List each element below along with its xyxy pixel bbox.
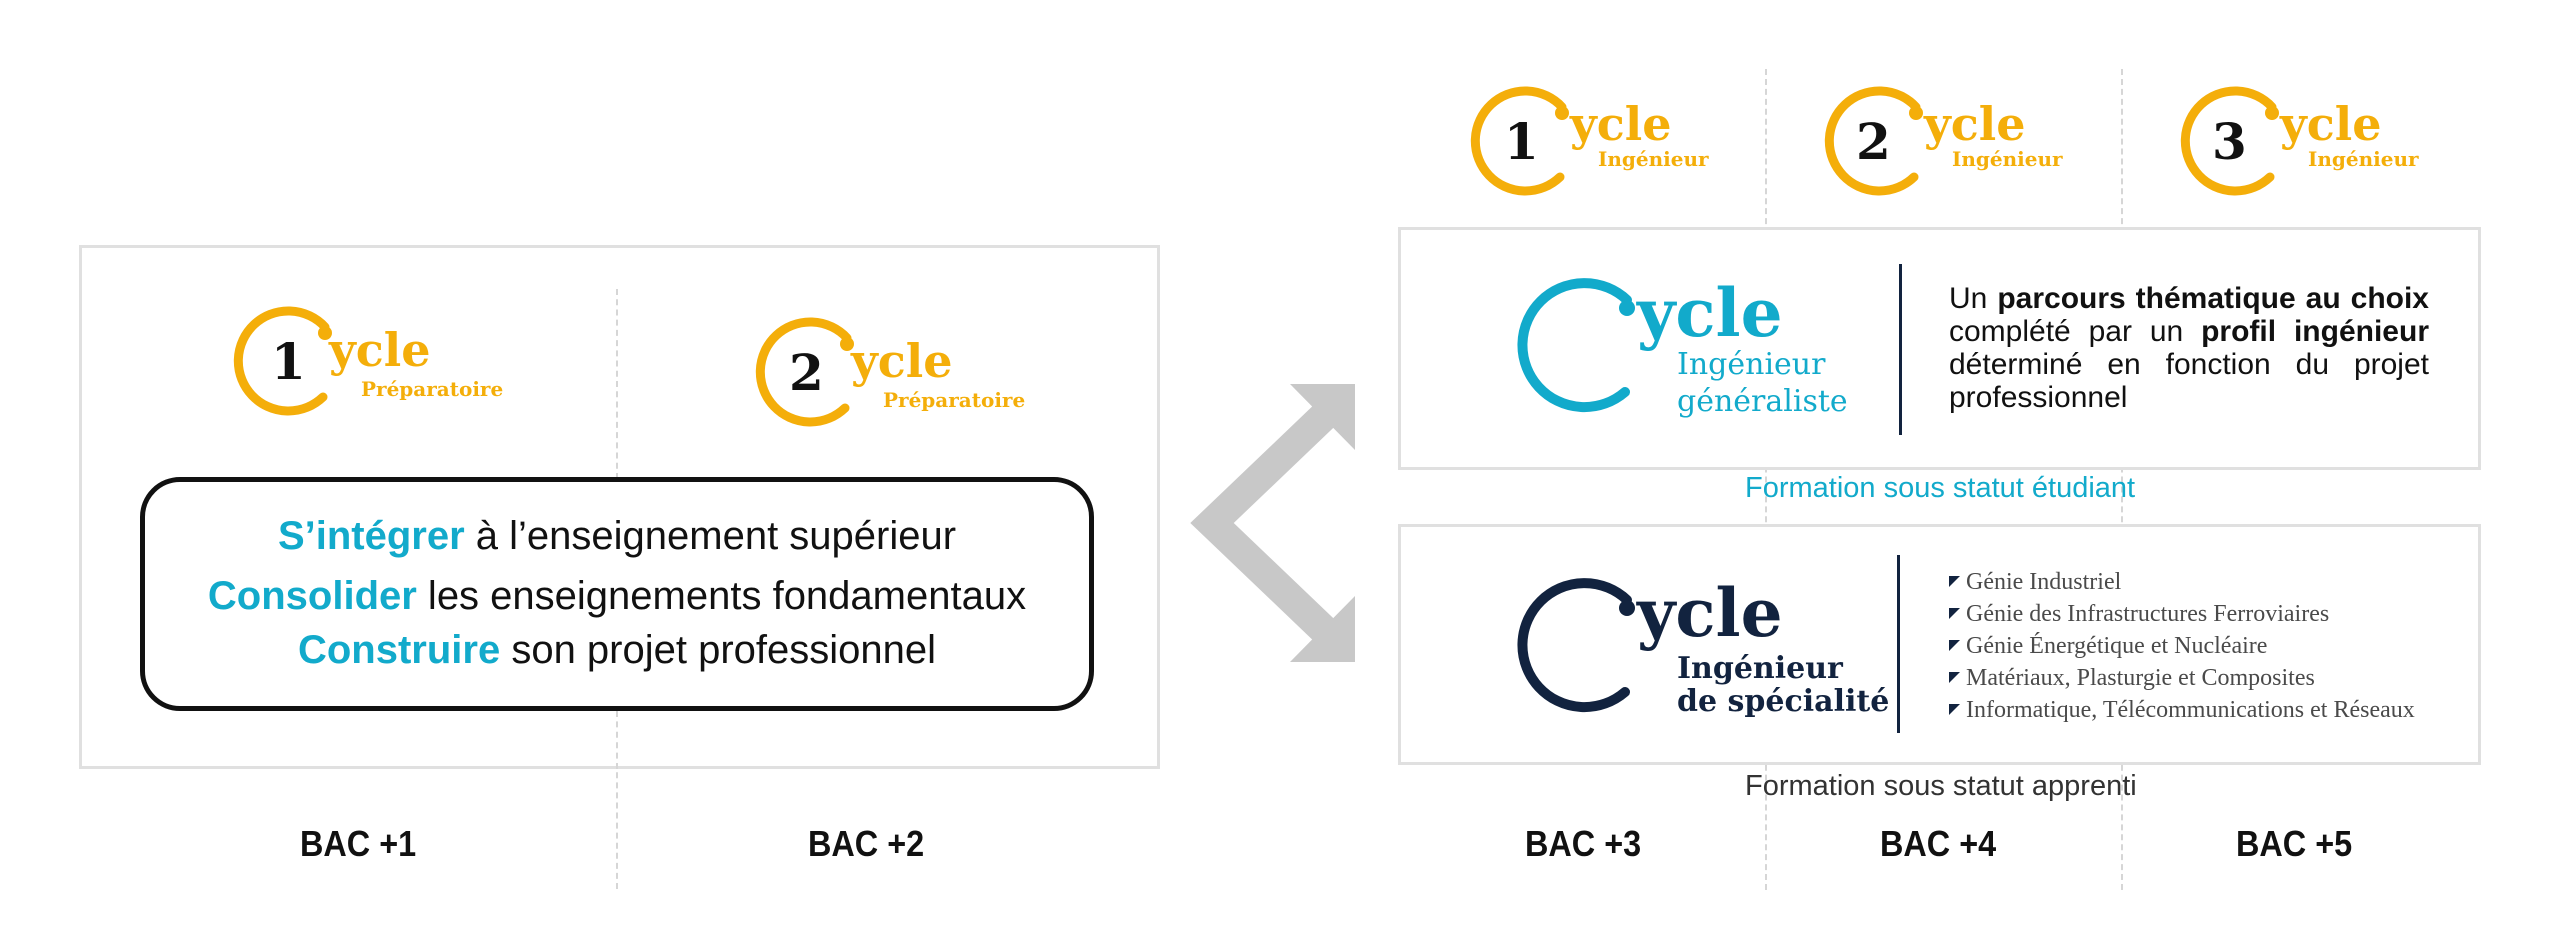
cycle-subtitle: Ingénieur: [1952, 147, 2063, 171]
cycle-word: ycle: [851, 334, 953, 388]
branch-arrow-icon: [1190, 384, 1355, 662]
list-item-label: Matériaux, Plasturgie et Composites: [1966, 665, 2315, 691]
goal-line: Consolider les enseignements fondamentau…: [145, 576, 1089, 616]
cycle-number: 1: [271, 332, 306, 391]
cycle-word: ycle: [1637, 274, 1783, 352]
bullet-triangle-icon: [1949, 640, 1960, 651]
cycle-c-icon: [755, 317, 854, 427]
goal-highlight: Construire: [297, 628, 501, 672]
cycle-subtitle: Préparatoire: [361, 377, 504, 401]
desc-text: Un: [1949, 282, 1998, 315]
specialty-list: Génie Industriel Génie des Infrastructur…: [1949, 566, 2415, 726]
goal-line: Construire son projet professionnel: [145, 630, 1089, 670]
cycle-number: 2: [789, 343, 824, 402]
cycle-c-icon: [2180, 86, 2279, 196]
cycle-subtitle: Préparatoire: [883, 388, 1026, 412]
bac-label: BAC +5: [2236, 823, 2353, 864]
cycle-c-icon: [1824, 86, 1923, 196]
divider-line: [1897, 555, 1900, 733]
list-item-label: Informatique, Télécommunications et Rése…: [1966, 697, 2415, 723]
list-item: Génie Énergétique et Nucléaire: [1949, 630, 2415, 662]
cycle-number: 1: [1504, 112, 1539, 171]
goal-highlight: Consolider: [207, 574, 417, 618]
cycle-subtitle: de spécialité: [1677, 684, 1890, 719]
divider-line: [1899, 264, 1902, 435]
column-divider: [616, 289, 618, 479]
cycle-subtitle: Ingénieur: [1677, 651, 1843, 686]
cycle-subtitle: généraliste: [1677, 384, 1848, 419]
status-label-apprenti: Formation sous statut apprenti: [1745, 770, 2137, 802]
cycle-subtitle: Ingénieur: [2308, 147, 2419, 171]
cycle-c-icon: [233, 306, 332, 416]
cycle-word: ycle: [329, 323, 431, 377]
list-item: Matériaux, Plasturgie et Composites: [1949, 662, 2415, 694]
desc-text: complété par un: [1949, 315, 2202, 348]
generaliste-description: Un parcours thématique au choix complété…: [1949, 282, 2429, 414]
column-divider: [616, 711, 618, 769]
cycle-subtitle: Ingénieur: [1677, 347, 1826, 382]
bullet-triangle-icon: [1949, 608, 1960, 619]
goal-text: à l’enseignement supérieur: [464, 514, 957, 558]
goal-text: les enseignements fondamentaux: [416, 574, 1027, 618]
column-divider: [2121, 69, 2123, 890]
cycle-word: ycle: [2280, 97, 2382, 151]
list-item-label: Génie Énergétique et Nucléaire: [1966, 633, 2268, 659]
status-label-etudiant: Formation sous statut étudiant: [1745, 472, 2136, 504]
list-item-label: Génie des Infrastructures Ferroviaires: [1966, 601, 2330, 627]
bullet-triangle-icon: [1949, 672, 1960, 683]
goal-text: son projet professionnel: [500, 628, 937, 672]
specialite-panel: [1398, 524, 2481, 765]
cycle-word: ycle: [1637, 574, 1783, 652]
cycle-c-icon: [1470, 86, 1569, 196]
cycle-c-icon: [1517, 278, 1635, 413]
prep-goals-box: S’intégrer à l’enseignement supérieur Co…: [140, 477, 1094, 711]
bac-label: BAC +3: [1525, 823, 1642, 864]
cycle-number: 2: [1856, 112, 1891, 171]
column-divider: [1765, 69, 1767, 890]
bullet-triangle-icon: [1949, 704, 1960, 715]
cycle-word: ycle: [1924, 97, 2026, 151]
list-item: Génie des Infrastructures Ferroviaires: [1949, 598, 2415, 630]
desc-bold: profil ingénieur: [2201, 315, 2429, 348]
bullet-triangle-icon: [1949, 576, 1960, 587]
bac-label: BAC +2: [808, 823, 925, 864]
list-item: Informatique, Télécommunications et Rése…: [1949, 694, 2415, 726]
generaliste-panel: [1398, 227, 2481, 470]
bac-label: BAC +4: [1880, 823, 1997, 864]
cycle-number: 3: [2212, 112, 2247, 171]
list-item-label: Génie Industriel: [1966, 569, 2122, 595]
desc-text: déterminé en fonction du projet professi…: [1949, 348, 2429, 414]
cycle-c-icon: [1517, 578, 1635, 713]
cycle-subtitle: Ingénieur: [1598, 147, 1709, 171]
desc-bold: parcours thématique au choix: [1997, 282, 2429, 315]
list-item: Génie Industriel: [1949, 566, 2415, 598]
cycle-word: ycle: [1570, 97, 1672, 151]
goal-line: S’intégrer à l’enseignement supérieur: [145, 516, 1089, 556]
goal-highlight: S’intégrer: [277, 514, 465, 558]
bac-label: BAC +1: [300, 823, 417, 864]
